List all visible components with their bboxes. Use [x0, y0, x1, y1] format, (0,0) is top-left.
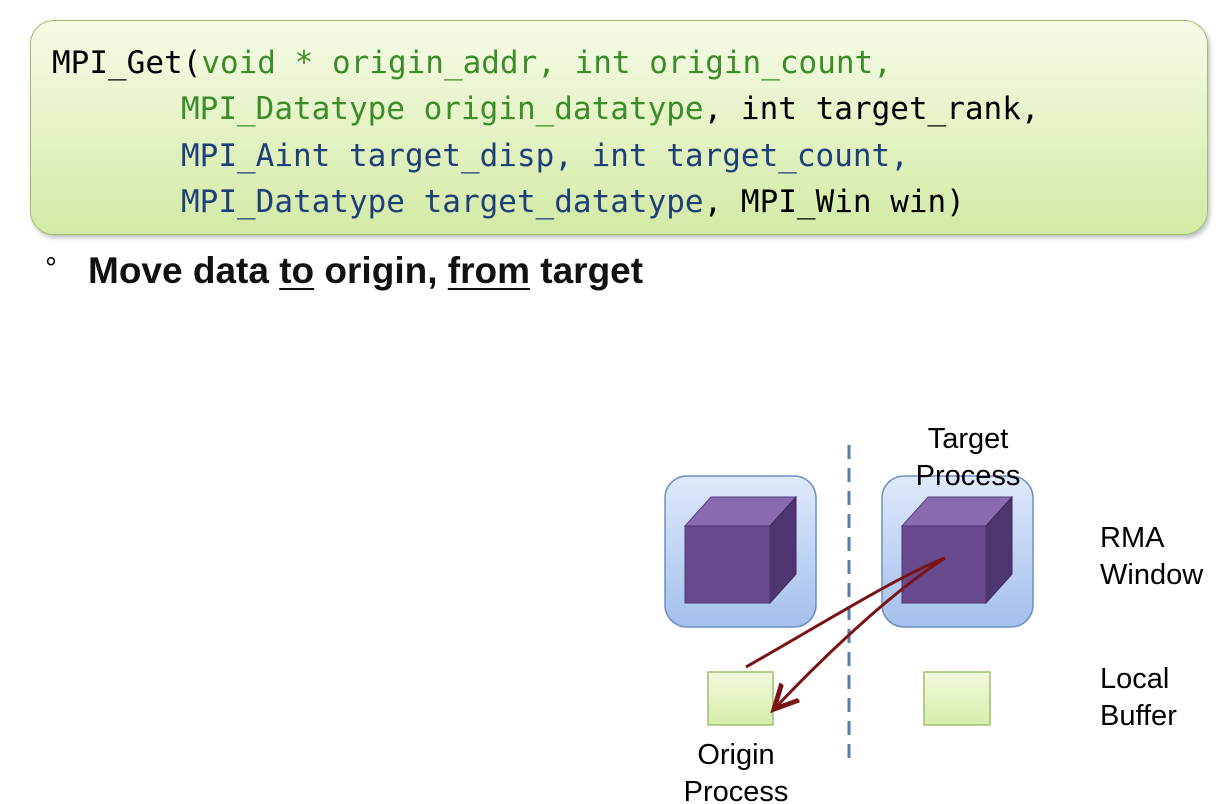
- code-line-2: MPI_Datatype origin_datatype, int target…: [181, 94, 1040, 125]
- code-line-1: MPI_Get(void * origin_addr, int origin_c…: [52, 48, 892, 79]
- target-rma-window: [881, 475, 1034, 628]
- label-line: Target: [927, 423, 1009, 455]
- label-line: Process: [683, 776, 789, 804]
- code-token: void * origin_addr, int origin_count,: [201, 45, 892, 81]
- code-line-4: MPI_Datatype target_datatype, MPI_Win wi…: [181, 187, 965, 218]
- rma-window-label: RMA Window: [1100, 520, 1203, 594]
- code-token: , int target_rank,: [703, 91, 1040, 127]
- code-token: MPI_Datatype origin_datatype: [181, 91, 704, 127]
- bullet-underlined-from: from: [447, 250, 530, 291]
- bullet-text-part: origin,: [314, 250, 448, 291]
- code-signature-box: MPI_Get(void * origin_addr, int origin_c…: [30, 20, 1208, 235]
- get-arrow: [745, 556, 946, 707]
- label-line: Window: [1100, 559, 1204, 591]
- bullet-text-part: target: [530, 250, 644, 291]
- origin-process-label: Origin Process: [656, 737, 816, 804]
- target-local-buffer: [923, 671, 991, 726]
- label-line: Buffer: [1100, 700, 1177, 732]
- label-line: Process: [915, 460, 1021, 492]
- target-process-label: Target Process: [888, 421, 1048, 495]
- origin-rma-window: [664, 475, 817, 628]
- origin-local-buffer: [707, 671, 774, 726]
- code-token: MPI_Datatype target_datatype: [181, 184, 704, 220]
- target-cube: [900, 495, 1014, 605]
- code-token: , MPI_Win win): [703, 184, 965, 220]
- local-buffer-label: Local Buffer: [1100, 661, 1177, 735]
- code-token: MPI_Aint target_disp, int target_count,: [181, 138, 909, 174]
- bullet-underlined-to: to: [279, 250, 315, 291]
- label-line: Origin: [697, 739, 775, 771]
- code-line-3: MPI_Aint target_disp, int target_count,: [181, 141, 909, 172]
- bullet-text-part: Move data: [88, 250, 280, 291]
- bullet-glyph: °: [45, 252, 57, 285]
- code-token: MPI_Get(: [52, 45, 202, 81]
- label-line: RMA: [1100, 522, 1165, 554]
- label-line: Local: [1100, 663, 1170, 695]
- origin-cube: [683, 495, 798, 605]
- bullet-text: Move data to origin, from target: [88, 250, 643, 292]
